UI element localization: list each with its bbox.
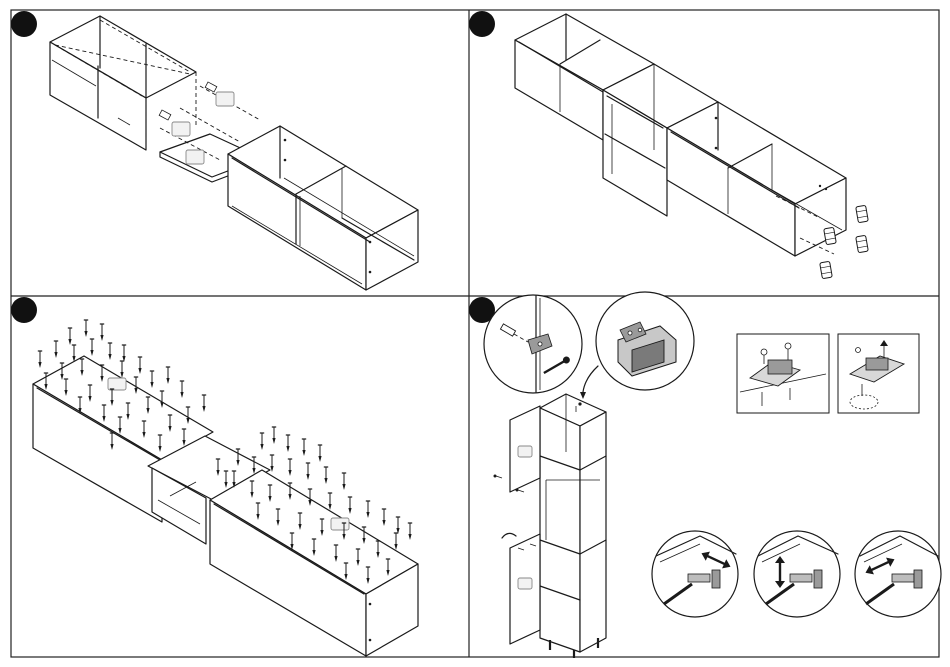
hinge-adjust-side bbox=[855, 531, 941, 617]
tall-cabinet bbox=[494, 394, 607, 658]
panel-3-top-panel-fastening bbox=[33, 320, 418, 656]
pointer-arrow bbox=[583, 366, 598, 392]
hinge-adjust-height bbox=[754, 531, 840, 617]
leg-icon bbox=[856, 235, 869, 252]
hinge-adjust-depth bbox=[652, 531, 738, 617]
detail-bracket-mounted bbox=[596, 292, 694, 390]
step-1-badge bbox=[11, 11, 37, 37]
leg-icon bbox=[820, 261, 833, 278]
part-tag bbox=[186, 150, 204, 164]
dowel-icon bbox=[159, 110, 171, 120]
detail-bracket-zoom bbox=[484, 295, 582, 393]
hinge-detail-box-2 bbox=[838, 334, 919, 413]
step-3-badge bbox=[11, 297, 37, 323]
part-tag bbox=[518, 578, 532, 589]
panel-1-exploded-cabinet bbox=[50, 16, 418, 290]
part-tag bbox=[108, 378, 126, 390]
step-2-badge bbox=[469, 11, 495, 37]
part-tag bbox=[331, 518, 349, 530]
hinge-detail-box-1 bbox=[737, 334, 829, 413]
dowel-icon bbox=[205, 82, 217, 92]
panel-4-door-hinge-adjustment bbox=[484, 292, 941, 658]
part-tag bbox=[172, 122, 190, 136]
panel-2-joined-cabinets bbox=[515, 14, 868, 279]
right-cabinet bbox=[228, 126, 418, 290]
leg-icon bbox=[856, 205, 869, 222]
part-tag bbox=[216, 92, 234, 106]
leg-icon bbox=[824, 227, 837, 244]
part-tag bbox=[518, 446, 532, 457]
